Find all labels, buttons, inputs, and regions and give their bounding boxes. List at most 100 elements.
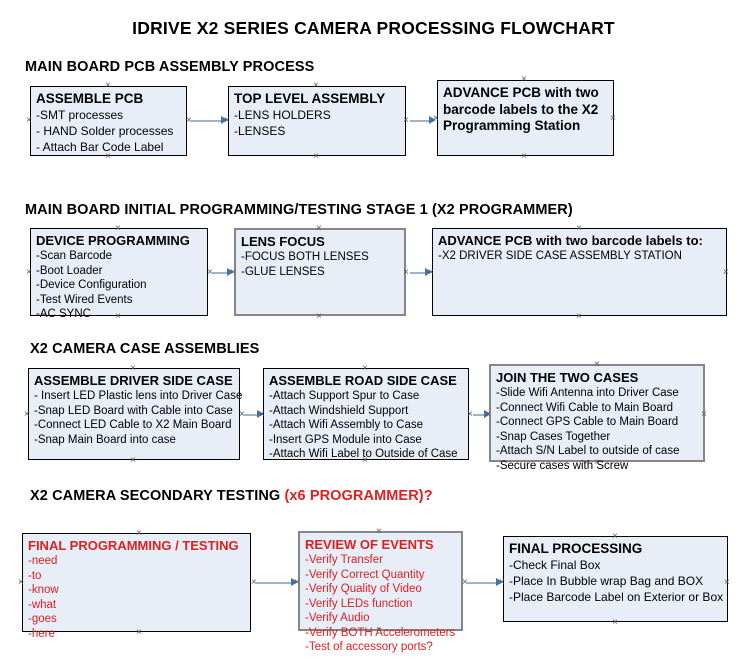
connector-line — [256, 582, 293, 584]
node-advance-pcb-driver-side-case[interactable]: ADVANCE PCB with two barcode labels to: … — [432, 228, 727, 316]
node-line: -Attach Wifi Assembly to Case — [269, 419, 424, 431]
node-body: -X2 DRIVER SIDE CASE ASSEMBLY STATION — [438, 249, 721, 264]
node-line: -FOCUS BOTH LENSES — [241, 251, 369, 263]
section-heading-main-board-pcb-assembly: MAIN BOARD PCB ASSEMBLY PROCESS — [25, 59, 314, 75]
node-assemble-pcb[interactable]: ASSEMBLE PCB -SMT processes - HAND Solde… — [30, 86, 187, 156]
node-assemble-driver-side-case[interactable]: ASSEMBLE DRIVER SIDE CASE - Insert LED P… — [28, 368, 243, 460]
node-line: -Test of accessory ports? — [305, 641, 433, 653]
node-line: -need — [28, 555, 58, 567]
section-heading-x2-camera-case-assemblies: X2 CAMERA CASE ASSEMBLIES — [30, 341, 259, 357]
node-line: -Check Final Box — [509, 558, 601, 572]
node-line: -Connect GPS Cable to Main Board — [496, 416, 679, 428]
connector-line — [410, 120, 432, 122]
connector-arrowhead — [429, 116, 436, 124]
node-line: -Secure cases with Screw — [496, 459, 629, 472]
node-line: -Verify Correct Quantity — [305, 568, 425, 581]
node-line: -X2 DRIVER SIDE CASE ASSEMBLY STATION — [438, 250, 682, 262]
node-line: -goes — [28, 613, 57, 625]
node-review-of-events[interactable]: REVIEW OF EVENTS -Verify Transfer -Verif… — [298, 531, 463, 653]
node-line: -Connect LED Cable to X2 Main Board — [34, 419, 232, 431]
connector-arrowhead — [227, 268, 234, 276]
node-title: REVIEW OF EVENTS — [305, 537, 434, 552]
node-title: FINAL PROGRAMMING / TESTING — [28, 538, 239, 553]
node-line: -AC SYNC — [36, 308, 91, 320]
node-body: -FOCUS BOTH LENSES -GLUE LENSES — [241, 250, 399, 279]
node-line: -Boot Loader — [36, 264, 103, 277]
node-line: -Snap Main Board into case — [34, 433, 176, 446]
node-title: TOP LEVEL ASSEMBLY — [234, 91, 386, 106]
node-lens-focus[interactable]: LENS FOCUS -FOCUS BOTH LENSES -GLUE LENS… — [234, 228, 406, 316]
node-line: -Connect Wifi Cable to Main Board — [496, 401, 674, 414]
node-line: -Insert GPS Module into Case — [269, 433, 422, 446]
node-line: -to — [28, 569, 42, 582]
node-title: JOIN THE TWO CASES — [496, 370, 639, 385]
node-assemble-road-side-case[interactable]: ASSEMBLE ROAD SIDE CASE -Attach Support … — [263, 368, 469, 460]
node-top-level-assembly[interactable]: TOP LEVEL ASSEMBLY -LENS HOLDERS -LENSES — [228, 86, 406, 156]
connector-arrowhead — [221, 116, 228, 124]
node-line: -Verify Quality of Video — [305, 583, 422, 595]
section-heading-x2-camera-secondary-testing: X2 CAMERA SECONDARY TESTING (x6 PROGRAMM… — [30, 488, 433, 504]
node-line: -Test Wired Events — [36, 293, 133, 306]
node-join-the-two-cases[interactable]: JOIN THE TWO CASES -Slide Wifi Antenna i… — [489, 364, 705, 472]
section-heading-accent: (x6 PROGRAMMER)? — [284, 488, 433, 504]
node-line: -Scan Barcode — [36, 250, 113, 262]
node-line: -what — [28, 598, 57, 611]
node-title: LENS FOCUS — [241, 234, 325, 249]
node-line: -here — [28, 627, 55, 640]
section-heading-main-board-initial-programming: MAIN BOARD INITIAL PROGRAMMING/TESTING S… — [25, 202, 573, 218]
connector-line — [410, 272, 428, 274]
node-line: -Snap Cases Together — [496, 430, 611, 443]
node-line: -Attach Wifi Label to Outside of Case — [269, 448, 458, 460]
node-body: -need -to -know -what -goes -here — [28, 554, 245, 641]
node-title: ADVANCE PCB with two barcode labels to: — [438, 233, 703, 248]
node-line: - HAND Solder processes — [36, 124, 174, 138]
page-title: IDRIVE X2 SERIES CAMERA PROCESSING FLOWC… — [132, 18, 615, 38]
node-line: - Attach Bar Code Label — [36, 140, 164, 154]
node-advance-pcb-x2-programming-station[interactable]: ADVANCE PCB with two barcode labels to t… — [437, 80, 614, 156]
node-title: DEVICE PROGRAMMING — [36, 233, 190, 248]
node-line: - Insert LED Plastic lens into Driver Ca… — [34, 390, 243, 402]
node-line: -SMT processes — [36, 108, 124, 122]
node-title: ASSEMBLE DRIVER SIDE CASE — [34, 373, 233, 388]
node-line: -Snap LED Board with Cable into Case — [34, 404, 233, 417]
node-line: -Place Barcode Label on Exterior or Box — [509, 590, 724, 604]
node-body: -Slide Wifi Antenna into Driver Case -Co… — [496, 386, 698, 473]
section-heading-text: MAIN BOARD PCB ASSEMBLY PROCESS — [25, 59, 315, 75]
node-final-programming-testing[interactable]: FINAL PROGRAMMING / TESTING -need -to -k… — [22, 533, 251, 640]
node-line: -Attach Windshield Support — [269, 404, 409, 417]
node-body: -Scan Barcode -Boot Loader -Device Confi… — [36, 249, 202, 322]
node-line: -Verify Transfer — [305, 554, 383, 566]
node-title: ASSEMBLE ROAD SIDE CASE — [269, 373, 457, 388]
node-line: -Device Configuration — [36, 279, 147, 291]
connector-arrowhead — [496, 578, 503, 586]
connector-arrowhead — [291, 578, 298, 586]
connector-line — [244, 414, 260, 416]
connector-line — [191, 120, 224, 122]
node-line: -Place In Bubble wrap Bag and BOX — [509, 574, 704, 588]
node-title: ADVANCE PCB with two barcode labels to t… — [443, 85, 599, 133]
node-body: -Attach Support Spur to Case -Attach Win… — [269, 389, 463, 462]
node-line: -GLUE LENSES — [241, 265, 325, 278]
node-device-programming[interactable]: DEVICE PROGRAMMING -Scan Barcode -Boot L… — [30, 228, 208, 320]
node-line: -Attach S/N Label to outside of case — [496, 445, 680, 457]
connector-line — [212, 272, 230, 274]
connector-line — [473, 414, 487, 416]
connector-arrowhead — [257, 410, 264, 418]
node-line: -Slide Wifi Antenna into Driver Case — [496, 387, 679, 399]
section-heading-text: X2 CAMERA SECONDARY TESTING — [30, 488, 285, 504]
node-final-processing[interactable]: FINAL PROCESSING -Check Final Box -Place… — [503, 536, 728, 622]
node-line: -know — [28, 584, 59, 596]
section-heading-text: MAIN BOARD INITIAL PROGRAMMING/TESTING S… — [25, 202, 573, 218]
node-body: -SMT processes - HAND Solder processes -… — [36, 107, 181, 155]
node-line: -Verify Audio — [305, 612, 370, 624]
node-line: -Verify BOTH Accelerometers — [305, 626, 456, 639]
node-line: -LENS HOLDERS — [234, 108, 331, 122]
node-line: -Attach Support Spur to Case — [269, 390, 420, 402]
node-title: ASSEMBLE PCB — [36, 91, 144, 106]
connector-line — [467, 582, 499, 584]
node-body: -LENS HOLDERS -LENSES — [234, 107, 400, 139]
connector-arrowhead — [425, 268, 432, 276]
node-body: - Insert LED Plastic lens into Driver Ca… — [34, 389, 243, 447]
connector-arrowhead — [484, 410, 491, 418]
